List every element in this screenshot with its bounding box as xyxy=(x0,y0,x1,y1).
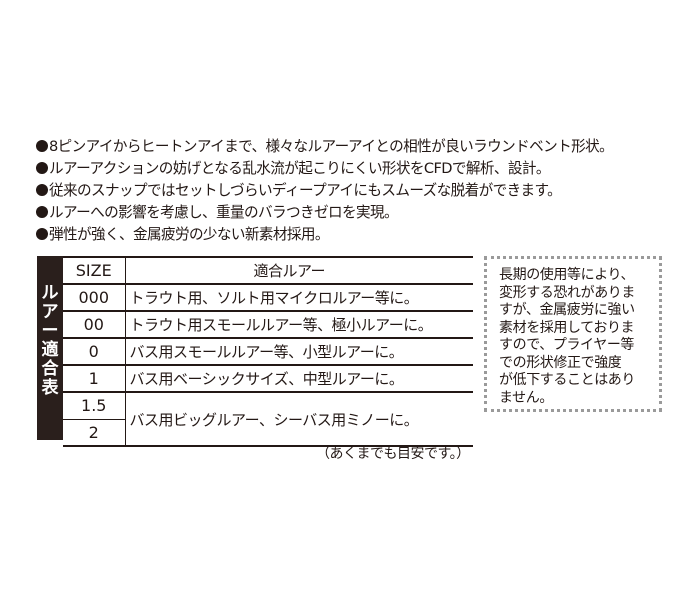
bullet-icon xyxy=(36,184,48,196)
table-row: 0 バス用スモールルアー等、小型ルアーに。 xyxy=(63,337,473,365)
table-row: 00 トラウト用スモールルアー等、極小ルアーに。 xyxy=(63,310,473,338)
cell-size: 0 xyxy=(63,337,126,365)
table-row: 000 トラウト用、ソルト用マイクロルアー等に。 xyxy=(63,283,473,311)
feature-item: ルアーへの影響を考慮し、重量のバラつきゼロを実現。 xyxy=(36,202,696,224)
cell-lure: トラウト用、ソルト用マイクロルアー等に。 xyxy=(125,283,473,311)
cell-lure: バス用ベーシックサイズ、中型ルアーに。 xyxy=(125,364,473,392)
table-row: 1.5 バス用ビッグルアー、シーバス用ミノーに。 xyxy=(63,391,473,447)
header-lure: 適合ルアー xyxy=(125,256,473,284)
cell-size: 00 xyxy=(63,310,126,338)
bullet-icon xyxy=(36,162,48,174)
header-size: SIZE xyxy=(63,256,126,284)
table-side-label: ル ア ー 適 合 表 xyxy=(37,256,63,440)
bullet-icon xyxy=(36,140,48,152)
table-row: 1 バス用ベーシックサイズ、中型ルアーに。 xyxy=(63,364,473,392)
table-footnote: （あくまでも目安です。） xyxy=(316,446,470,462)
cell-size: 1 xyxy=(63,364,126,392)
notice-box: 長期の使用等により、 変形する恐れがありま すが、金属疲労に強い 素材を採用して… xyxy=(484,256,662,412)
feature-item: 従来のスナップではセットしづらいディープアイにもスムーズな脱着ができます。 xyxy=(36,180,696,202)
feature-item: 弾性が強く、金属疲労の少ない新素材採用。 xyxy=(36,224,696,246)
feature-list: 8ピンアイからヒートンアイまで、様々なルアーアイとの相性が良いラウンドベント形状… xyxy=(36,136,696,246)
table-row: 2 xyxy=(63,418,473,447)
fit-table: SIZE 適合ルアー 000 トラウト用、ソルト用マイクロルアー等に。 00 ト… xyxy=(63,256,473,447)
cell-size: 1.5 xyxy=(63,391,126,419)
bullet-icon xyxy=(36,228,48,240)
table-header-row: SIZE 適合ルアー xyxy=(63,256,473,284)
bullet-icon xyxy=(36,206,48,218)
cell-lure: トラウト用スモールルアー等、極小ルアーに。 xyxy=(125,310,473,338)
feature-item: ルアーアクションの妨げとなる乱水流が起こりにくい形状をCFDで解析、設計。 xyxy=(36,158,696,180)
lure-fit-table: ル ア ー 適 合 表 SIZE 適合ルアー 000 トラウト用、ソルト用マイク… xyxy=(37,256,473,447)
cell-lure: バス用ビッグルアー、シーバス用ミノーに。 xyxy=(125,391,473,447)
cell-size: 2 xyxy=(63,418,126,447)
cell-size: 000 xyxy=(63,283,126,311)
cell-lure: バス用スモールルアー等、小型ルアーに。 xyxy=(125,337,473,365)
feature-item: 8ピンアイからヒートンアイまで、様々なルアーアイとの相性が良いラウンドベント形状… xyxy=(36,136,696,158)
